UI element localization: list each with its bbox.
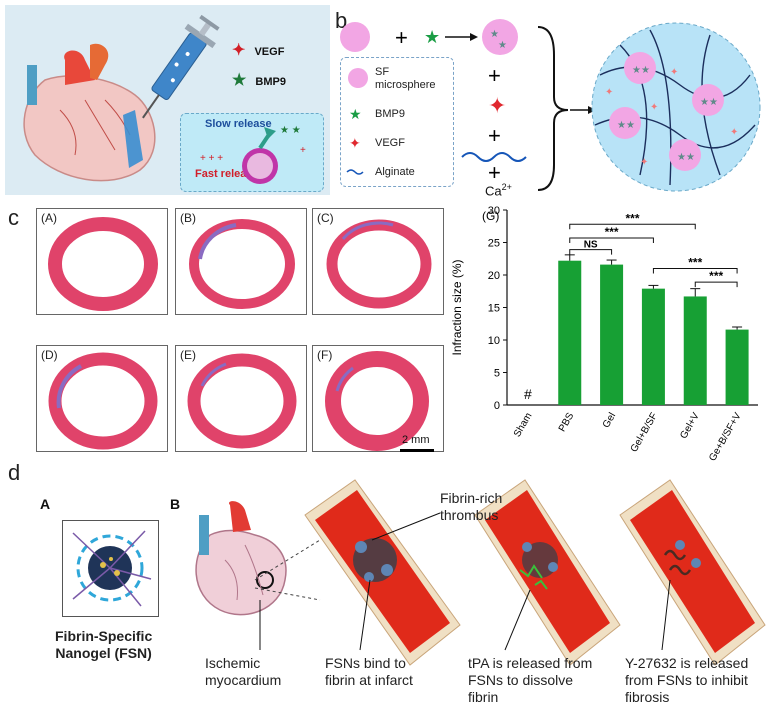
legend-bmp9-label: BMP9 xyxy=(375,108,405,120)
svg-text:+: + xyxy=(488,160,501,185)
legend-vegf-label: VEGF xyxy=(375,137,405,149)
significance-label: *** xyxy=(605,225,619,239)
histology-slice-a: (A) xyxy=(36,208,168,315)
bar xyxy=(558,260,582,405)
fast-release-label: Fast release xyxy=(195,168,259,180)
significance-bracket xyxy=(652,268,738,274)
caption-y27632: Y-27632 is released from FSNs to inhibit… xyxy=(625,655,749,705)
svg-text:✦: ✦ xyxy=(488,93,506,118)
scale-bar xyxy=(400,449,434,452)
bar xyxy=(600,264,624,405)
bmp9-icon: ★ xyxy=(232,72,247,89)
panel-b-legend: ★ ✦ SF microsphere BMP9 VEGF Alginate xyxy=(340,57,454,187)
svg-text:★ ★: ★ ★ xyxy=(280,125,301,136)
syringe-icon xyxy=(142,14,220,119)
significance-label: *** xyxy=(688,256,702,270)
histology-slice-e: (E) xyxy=(175,345,307,452)
microsphere-release-icon: + + + + ★ ★ xyxy=(200,125,306,184)
scale-bar-label: 2 mm xyxy=(402,434,430,446)
bar xyxy=(641,288,665,405)
svg-text:★: ★ xyxy=(424,27,440,47)
svg-text:✦: ✦ xyxy=(605,87,613,98)
y-tick-label: 20 xyxy=(488,270,500,282)
svg-text:✦: ✦ xyxy=(730,127,738,138)
svg-text:✦: ✦ xyxy=(640,157,648,168)
y-axis-label: Infraction size (%) xyxy=(450,259,464,355)
svg-text:+: + xyxy=(395,25,408,50)
significance-bracket xyxy=(694,281,738,288)
y-tick-label: 30 xyxy=(488,205,500,217)
fsn-nanogel-box xyxy=(62,520,159,617)
svg-text:✦: ✦ xyxy=(670,67,678,78)
svg-text:✦: ✦ xyxy=(349,135,361,151)
slow-release-label: Slow release xyxy=(205,118,272,130)
svg-text:★: ★ xyxy=(490,29,499,40)
histology-slice-d: (D) xyxy=(36,345,168,452)
panel-label-d: d xyxy=(8,460,21,485)
panel-d-heart-icon xyxy=(195,501,287,616)
legend-bmp9-a: ★ BMP9 xyxy=(232,72,286,89)
svg-text:★★: ★★ xyxy=(617,120,635,131)
histology-slice-c: (C) xyxy=(312,208,444,315)
svg-text:✦: ✦ xyxy=(650,102,658,113)
svg-text:★★: ★★ xyxy=(632,65,650,76)
svg-text:+: + xyxy=(488,123,501,148)
calcium-ion-label: Ca2+ xyxy=(485,182,512,199)
y-tick-label: 25 xyxy=(488,238,500,250)
svg-text:+: + xyxy=(300,145,306,156)
histology-slice-f: (F) xyxy=(312,345,444,452)
chart-panel-label: (G) xyxy=(482,209,499,223)
fsn-caption: Fibrin-Specific Nanogel (FSN) xyxy=(55,628,153,661)
panel-b-scheme: + ★ ★ ★ + ✦ + + ★★ ★★ ★★ ★★ ✦ ✦ ✦ ✦ ✦ xyxy=(340,19,761,192)
caption-fsn-bind: FSNs bind to fibrin at infarct xyxy=(325,655,413,688)
svg-text:+ + +: + + + xyxy=(200,153,223,164)
vessel-3 xyxy=(619,479,766,666)
thrombus-label: Fibrin-rich thrombus xyxy=(440,490,503,523)
vegf-icon: ✦ xyxy=(232,42,246,59)
panel-label-c: c xyxy=(8,205,19,230)
legend-alginate-label: Alginate xyxy=(375,166,415,178)
bar xyxy=(725,329,749,405)
significance-bracket xyxy=(569,223,696,230)
significance-label: NS xyxy=(584,240,598,251)
panel-d-sub-a: A xyxy=(40,496,51,512)
histology-slice-b: (B) xyxy=(175,208,307,315)
vessel-1 xyxy=(304,479,461,666)
bar xyxy=(683,296,707,405)
legend-sf-label: SF microsphere xyxy=(375,66,436,91)
svg-text:★: ★ xyxy=(349,106,362,122)
legend-vegf-a: ✦ VEGF xyxy=(232,42,285,59)
vessel-2 xyxy=(474,479,621,666)
y-tick-label: 5 xyxy=(494,368,500,380)
svg-text:+: + xyxy=(488,63,501,88)
svg-text:★★: ★★ xyxy=(700,97,718,108)
caption-tpa: tPA is released from FSNs to dissolve fi… xyxy=(468,655,593,705)
sham-marker: # xyxy=(524,386,532,402)
y-tick-label: 15 xyxy=(488,303,500,315)
svg-text:★: ★ xyxy=(498,40,507,51)
caption-ischemic: Ischemic myocardium xyxy=(205,655,282,688)
significance-bracket xyxy=(569,249,613,255)
significance-label: *** xyxy=(625,211,639,225)
y-tick-label: 10 xyxy=(488,335,500,347)
significance-label: *** xyxy=(709,269,723,283)
significance-bracket xyxy=(569,237,654,243)
panel-d-sub-b: B xyxy=(170,496,181,512)
svg-text:★★: ★★ xyxy=(677,152,695,163)
y-tick-label: 0 xyxy=(494,400,500,412)
heart-illustration-a xyxy=(23,43,156,182)
